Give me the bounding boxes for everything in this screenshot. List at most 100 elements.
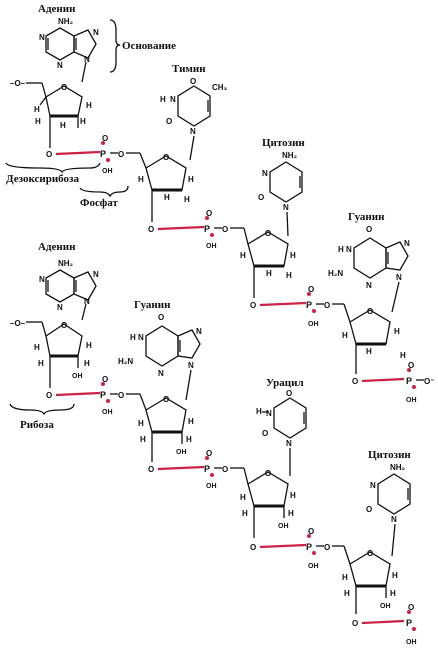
label-deoxyribose: Дезоксирибоза — [6, 173, 79, 185]
atom-3prime-o: O — [148, 225, 154, 234]
label-thymine: Тимин — [172, 63, 206, 75]
atom-h: H — [188, 175, 194, 184]
ring-oxygen: O — [163, 153, 169, 162]
atom-h: H — [338, 245, 344, 254]
atom-n: N — [190, 127, 196, 136]
atom-o: O — [206, 209, 212, 218]
atom-o: O — [222, 465, 228, 474]
hydroxyl: OH — [406, 397, 417, 404]
thymine-base: Тимин O CH₃ H N O N — [160, 63, 228, 161]
atom-h: H — [290, 491, 296, 500]
atom-n: N — [188, 361, 194, 370]
atom-n: N — [196, 327, 202, 336]
atom-n: N — [286, 439, 292, 448]
label-base: Основание — [122, 40, 176, 52]
atom-h: H — [240, 251, 246, 260]
label-guanine-bottom: Гуанин — [134, 299, 171, 311]
phosphorus: P — [204, 464, 210, 474]
atom-o: O — [286, 389, 292, 398]
hydroxyl: OH — [102, 409, 113, 416]
atom-o: O — [158, 313, 164, 322]
atom-n: N — [366, 281, 372, 290]
atom-3prime-o: O — [250, 543, 256, 552]
atom-n: N — [391, 515, 397, 524]
atom-h: H — [390, 589, 396, 598]
atom-n: N — [396, 273, 402, 282]
atom-h: H — [38, 359, 44, 368]
atom-o: O — [324, 301, 330, 310]
atom-o: O — [102, 134, 108, 143]
label-adenine-top: Аденин — [38, 3, 76, 15]
label-uracil: Урацил — [266, 377, 304, 389]
atom-h: H — [394, 327, 400, 336]
atom-n: N — [84, 297, 90, 306]
atom-o: O — [166, 117, 172, 126]
phosphorus: P — [406, 376, 412, 386]
label-cytosine-top: Цитозин — [262, 137, 305, 149]
atom-h: H — [86, 101, 92, 110]
atom-h: H — [86, 341, 92, 350]
hydroxyl: OH — [380, 603, 391, 610]
atom-h: H — [400, 351, 406, 360]
atom-o: O — [102, 375, 108, 384]
atom-h: H — [34, 105, 40, 114]
amine-group: NH₂ — [390, 463, 406, 472]
amine-group: H₂N — [328, 269, 343, 278]
label-adenine-bottom: Аденин — [38, 241, 76, 253]
guanine-base-top: Гуанин O H N H₂N N N N — [328, 211, 410, 313]
hydroxyl: OH — [102, 168, 113, 175]
phosphorus: P — [306, 300, 312, 310]
ring-oxygen: O — [61, 83, 67, 92]
atom-h: H — [34, 343, 40, 352]
atom-o: O — [258, 193, 264, 202]
atom-h: H — [130, 333, 136, 342]
deoxyribose-sugar-3: O H H H H O — [240, 227, 296, 310]
label-cytosine-bottom: Цитозин — [368, 449, 411, 461]
atom-o: O — [308, 527, 314, 536]
uracil-base: Урацил O H N O N — [256, 377, 307, 476]
atom-o: O — [222, 225, 228, 234]
atom-n: N — [138, 333, 144, 342]
oxide-ion: O⁻ — [424, 377, 434, 386]
hydroxyl: OH — [278, 523, 289, 530]
hydroxyl: OH — [206, 243, 217, 250]
amine-group: H₂N — [118, 357, 133, 366]
atom-h: H — [392, 571, 398, 580]
atom-o: O — [366, 225, 372, 234]
phosphorus: P — [204, 224, 210, 234]
ribose-sugar-1: –O– O H H H H OH O — [10, 319, 92, 400]
hydroxyl: OH — [176, 449, 187, 456]
ring-oxygen: O — [367, 307, 373, 316]
sugar-phosphate-labels: Дезоксирибоза Фосфат — [5, 162, 129, 209]
atom-n: N — [346, 245, 352, 254]
terminal-phosphate-rna: P O OH — [361, 603, 417, 646]
atom-3prime-o: O — [352, 377, 358, 386]
deoxyribose-sugar-2: O H H H H O — [138, 152, 194, 234]
atom-h: H — [240, 493, 246, 502]
atom-o: O — [190, 77, 196, 86]
atom-n: N — [170, 95, 176, 104]
atom-n: N — [370, 481, 376, 490]
atom-h: H — [344, 589, 350, 598]
atom-h: H — [35, 117, 41, 126]
ring-oxygen: O — [163, 395, 169, 404]
atom-h: H — [366, 347, 372, 356]
atom-n: N — [93, 270, 99, 279]
amine-group: NH₂ — [58, 259, 74, 268]
atom-o: O — [408, 361, 414, 370]
atom-h: H — [288, 509, 294, 518]
ring-oxygen: O — [367, 549, 373, 558]
atom-o: O — [408, 603, 414, 612]
atom-h: H — [290, 251, 296, 260]
base-brace: Основание — [109, 19, 176, 73]
hydroxyl: OH — [406, 639, 417, 646]
atom-3prime-o: O — [352, 619, 358, 628]
hydroxyl: OH — [206, 483, 217, 490]
atom-n: N — [283, 203, 289, 212]
atom-o: O — [308, 285, 314, 294]
cytosine-base-bottom: Цитозин NH₂ N O N — [366, 449, 411, 557]
atom-n: N — [57, 303, 63, 312]
phosphorus: P — [100, 149, 106, 159]
phosphate-group-r2: P O OH O — [157, 449, 244, 490]
atom-n: N — [93, 28, 99, 37]
